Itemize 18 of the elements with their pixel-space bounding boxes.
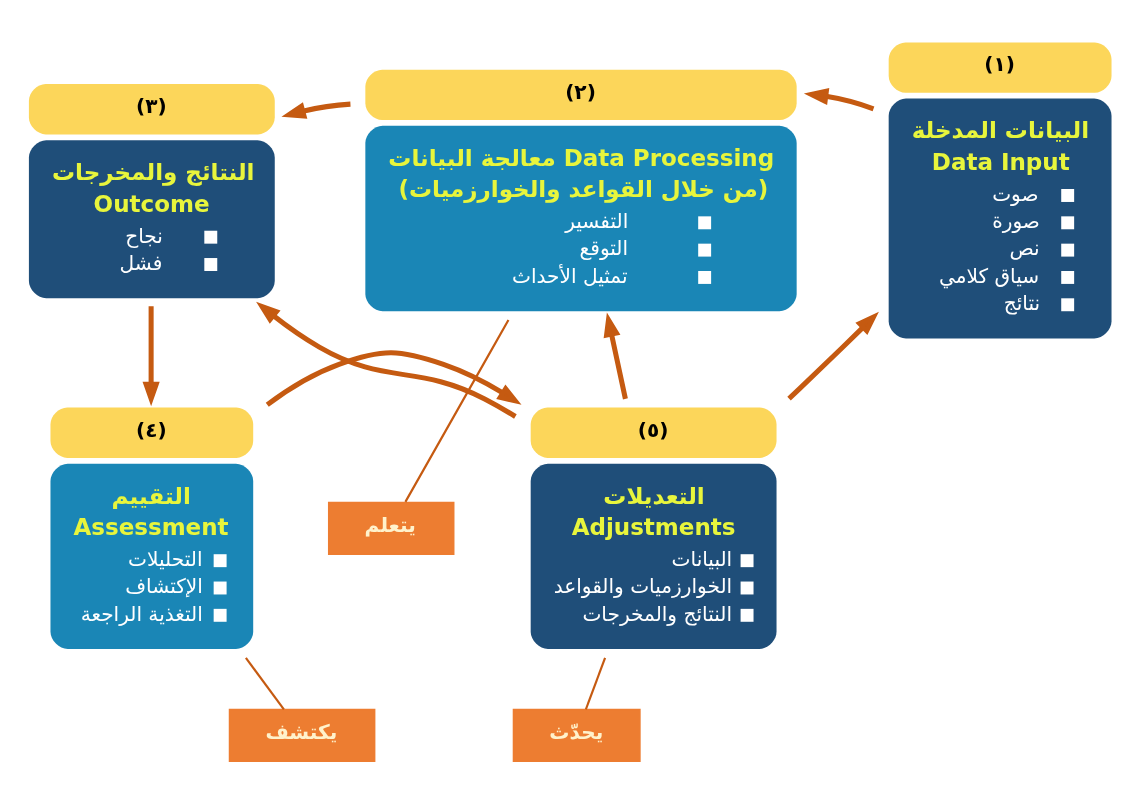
arrow <box>281 101 351 119</box>
arrow <box>256 301 517 419</box>
node-box: يتعلم <box>327 501 455 555</box>
connector <box>245 656 285 710</box>
arrow <box>265 349 522 407</box>
arrow <box>803 87 875 111</box>
arrow <box>142 305 160 406</box>
node-label: (٤) <box>136 417 167 442</box>
arrow <box>787 311 879 400</box>
node-label: (٣) <box>136 93 167 118</box>
node-box: يحدّث <box>512 708 641 762</box>
node-label: (٢) <box>565 79 596 104</box>
node-label: (٥) <box>637 417 669 442</box>
arrow <box>603 312 628 399</box>
node-box: يكتشف <box>228 708 376 762</box>
node-label: (١) <box>984 51 1015 76</box>
connector <box>584 657 607 710</box>
connector <box>404 318 510 502</box>
